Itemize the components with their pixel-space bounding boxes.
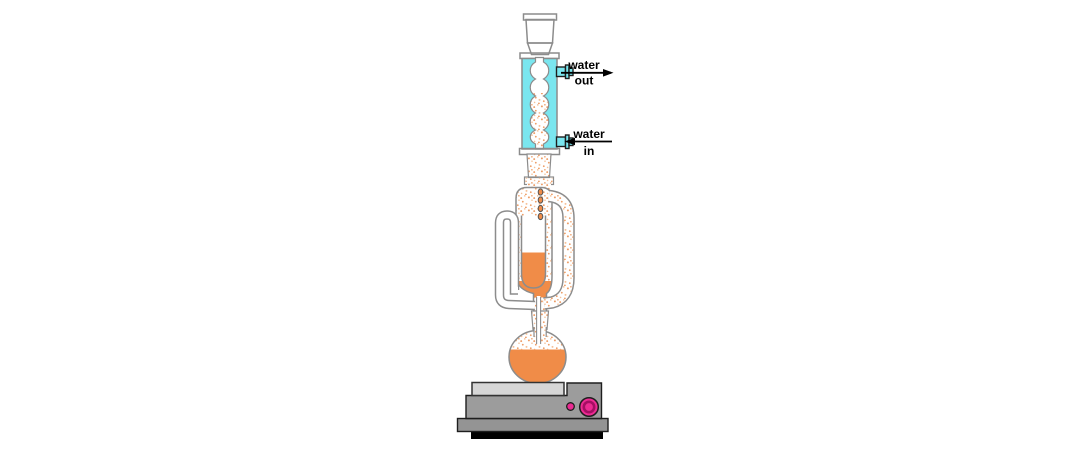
hot-plate-base: [456, 417, 609, 433]
water-out-label: water out: [561, 58, 614, 88]
condenser: [518, 52, 574, 156]
droplet: [537, 196, 544, 204]
water-in-text-line2: in: [584, 144, 595, 158]
droplet: [537, 212, 544, 221]
vapor-bypass-arm: [543, 189, 575, 310]
water-in-barb: [555, 136, 567, 148]
water-in-text-line1: water: [572, 127, 605, 141]
siphon-return-tube: [536, 296, 542, 344]
water-out-barb: [555, 66, 567, 78]
water-in-arrow-icon: [564, 137, 575, 146]
condenser-top-socket: [522, 13, 558, 56]
water-in-label: water in: [564, 127, 612, 158]
socket-shoulder: [526, 42, 554, 56]
temperature-knob-ring: [582, 400, 596, 414]
solvent-droplets: [537, 188, 544, 221]
hot-plate-shadow: [471, 431, 603, 439]
hot-plate-platform: [471, 381, 565, 397]
droplet: [537, 188, 544, 196]
soxhlet-extractor: [494, 186, 575, 313]
upper-ground-joint: [523, 153, 555, 190]
water-out-arrow-icon: [603, 69, 614, 77]
water-out-text-line2: out: [575, 74, 594, 88]
condenser-vapor-speckle: [530, 93, 549, 149]
thimble-extract-liquid: [521, 252, 546, 288]
temperature-knob: [578, 396, 600, 418]
water-out-tip: [568, 67, 574, 77]
socket-body: [525, 18, 555, 44]
droplet: [537, 204, 544, 213]
water-out-port: [555, 64, 574, 80]
water-out-text-line1: water: [567, 58, 600, 72]
power-indicator-light: [566, 402, 575, 411]
siphon-tube: [494, 210, 536, 311]
hot-plate: [456, 381, 609, 439]
flask-solvent-liquid: [509, 349, 566, 384]
